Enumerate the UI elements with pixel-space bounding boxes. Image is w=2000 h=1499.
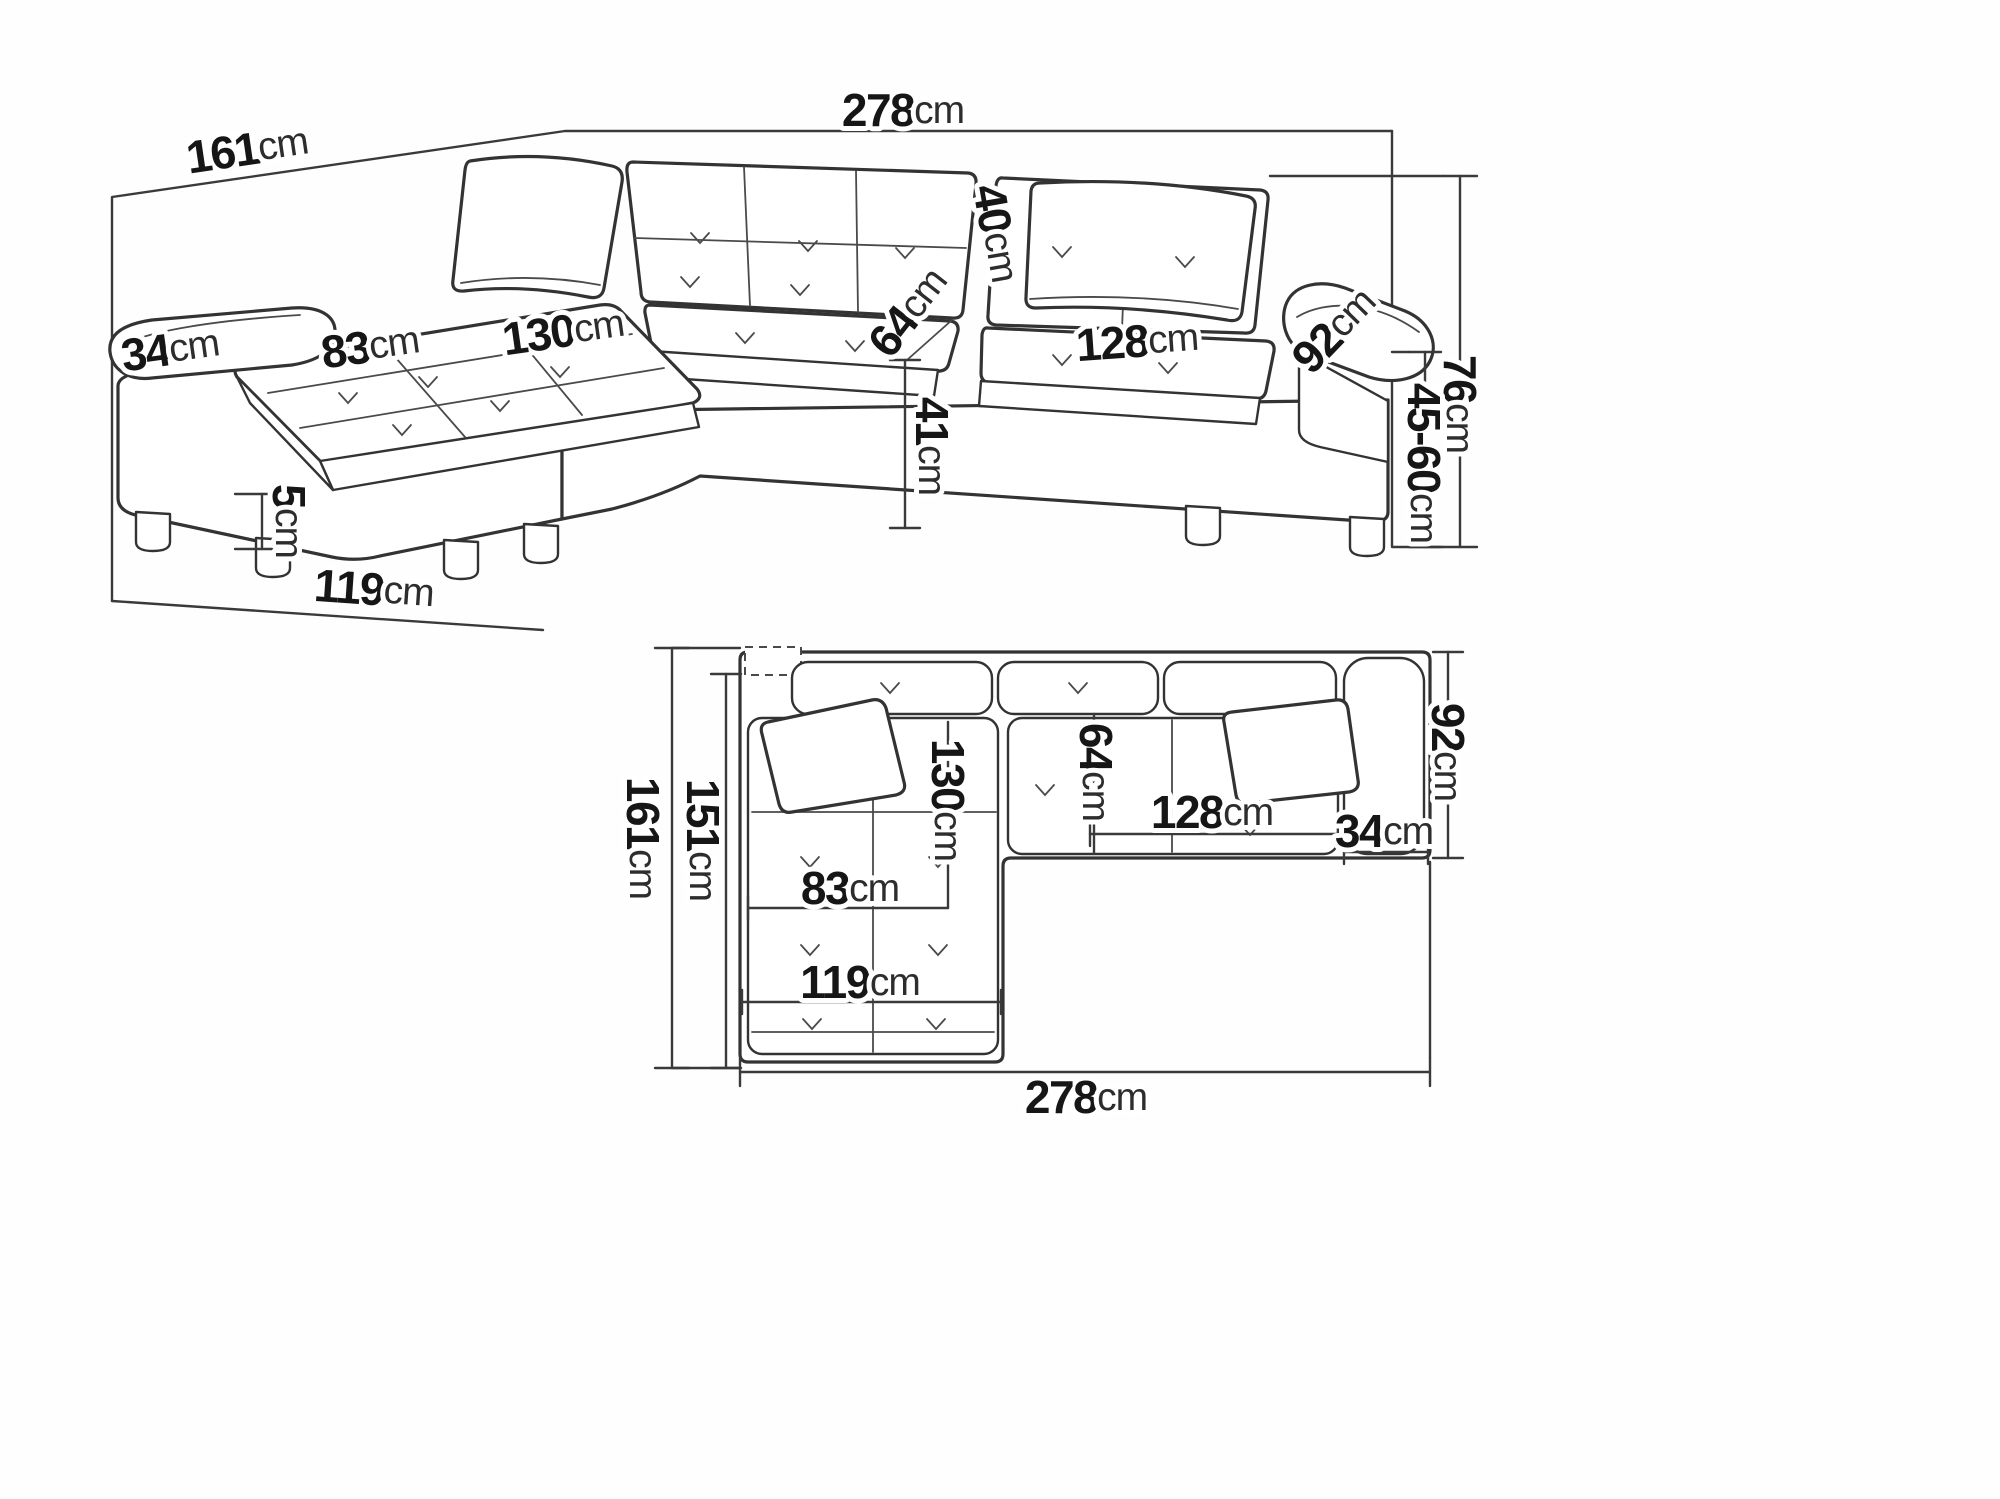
chaise-cushion-side [235,375,335,492]
dim-line-seat-width [1088,820,1340,848]
dim-label-leg-height: 5cm [263,484,315,558]
dim-label-plan-chaise-width: 83cm [801,862,899,914]
dim-line-chaise-outer-width [740,988,1003,1016]
dim-line-leg-height [233,492,291,551]
sofa-legs [134,504,1386,581]
dim-label-plan-armrest-depth: 92cm [1422,703,1474,801]
plan-pillow-left [759,698,907,814]
back-seam [855,170,859,313]
dim-line-seat-height [888,358,922,530]
plan-headrest-notch [744,646,802,676]
dim-label-seat-cushion-width: 128cm [1074,311,1200,371]
dim-line-total-width [738,860,1432,1088]
dim-label-seat-height: 41cm [906,397,958,495]
dim-line-inner-depth [709,672,743,1070]
chaise-seam [381,341,466,438]
dim-label-total-height: 76cm [1434,355,1486,453]
plan-back-cushion [996,660,1160,716]
dim-line-seat-height-range [1390,350,1443,549]
dim-line-armrest-depth [1431,650,1465,860]
dim-line-chaise-width [746,894,950,922]
plan-dimension-lines [653,646,1465,1088]
pillow-right [1024,179,1257,323]
right-seat-front [977,379,1262,426]
perspective-sofa [108,154,1435,581]
dim-label-seat-height-range: 45-60cm [1398,383,1450,543]
perspective-view: 278cm 161cm 34cm 83cm 130cm 64cm 40cm 12… [108,79,1491,632]
pillow-fold [1029,296,1239,310]
plan-sofa [738,646,1432,1064]
pillow-fold [460,277,601,286]
left-armrest-roll [119,314,301,347]
perspective-dimension-lines [233,174,1479,551]
dim-line-armrest-width [1342,838,1430,866]
dim-label-plan-inner-depth: 151cm [677,779,729,901]
right-base [560,398,1390,524]
dim-label-back-width: 278cm [842,84,964,136]
wireframe-bottom [110,599,545,632]
dim-label-chaise-outer-width: 119cm [312,559,435,619]
dim-label-plan-armrest-width: 34cm [1335,805,1433,857]
seat-corner-seam [906,319,953,361]
plan-labels: 161cm 151cm 130cm 64cm 128cm 34cm 92cm 8… [612,698,1479,1128]
left-armrest [108,306,337,381]
back-seam [743,166,751,307]
plan-back-cushion [790,660,994,716]
dim-label-plan-chaise-outer-width: 119cm [800,956,920,1008]
chaise-seam [504,321,583,416]
tuft-marks [338,232,1195,437]
pillow-left [451,154,624,300]
dim-label-plan-total-width: 278cm [1025,1071,1147,1123]
back-cushion-left [625,160,978,320]
dim-label-plan-total-depth: 161cm [617,777,669,899]
dim-label-left-depth: 161cm [183,114,311,183]
chaise-seam [299,367,665,429]
right-armrest-side [1297,350,1390,464]
plan-view: 161cm 151cm 130cm 64cm 128cm 34cm 92cm 8… [612,646,1479,1128]
wireframe-top-left [110,129,1394,603]
chaise-seam [267,333,633,394]
dim-label-plan-seat-width: 128cm [1151,786,1273,838]
dim-label-plan-seat-depth: 64cm [1070,723,1122,821]
right-armrest-roll [1296,304,1420,333]
plan-pillow-right [1222,698,1360,805]
dim-label-plan-chaise-length: 130cm [922,739,974,861]
